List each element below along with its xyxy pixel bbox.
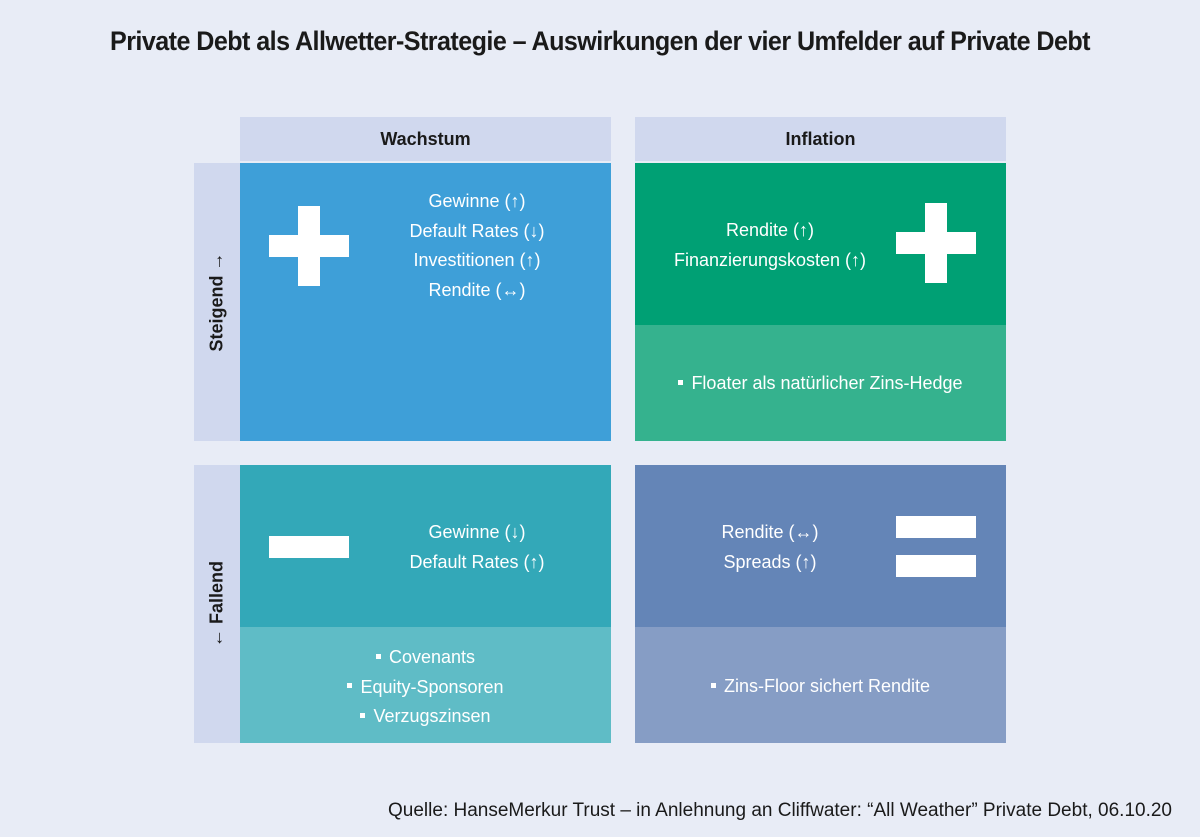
equals-icon (896, 516, 976, 538)
bullet-icon (678, 379, 684, 385)
cell-top-section: Gewinne (↓) Default Rates (↑) (240, 465, 611, 627)
row-header-steigend: Steigend → (194, 163, 240, 441)
cell-inflation-steigend: Rendite (↑) Finanzierungskosten (↑) Floa… (635, 163, 1006, 441)
notes-list: Zins-Floor sichert Rendite (635, 672, 1006, 702)
bullet-icon (360, 712, 366, 718)
minus-icon (269, 536, 349, 558)
effect-item: Finanzierungskosten (↑) (673, 249, 867, 270)
column-header-wachstum: Wachstum (240, 117, 611, 161)
note-item: Covenants (240, 643, 611, 673)
row-header-label: ← Fallend (206, 560, 227, 648)
effect-item: Rendite (↔) (428, 279, 526, 300)
note-item: Verzugszinsen (240, 702, 611, 732)
cell-top-section: Rendite (↑) Finanzierungskosten (↑) (635, 163, 1006, 325)
effect-item: Default Rates (↑) (409, 551, 545, 572)
notes-list: Covenants Equity-Sponsoren Verzugszinsen (240, 643, 611, 732)
effect-item: Rendite (↔) (721, 522, 819, 542)
bullet-icon (710, 682, 716, 688)
effects-list: Gewinne (↓) Default Rates (↑) (377, 518, 577, 577)
cell-inflation-fallend: Rendite (↔) Spreads (↑) Zins-Floor siche… (635, 465, 1006, 743)
effects-list: Gewinne (↑) Default Rates (↓) Investitio… (377, 187, 577, 305)
notes-list: Floater als natürlicher Zins-Hedge (635, 369, 1006, 399)
bullet-icon (347, 683, 353, 689)
column-header-inflation: Inflation (635, 117, 1006, 161)
plus-icon-vertical (925, 203, 947, 283)
page-title: Private Debt als Allwetter-Strategie – A… (110, 26, 1091, 56)
bullet-icon (375, 653, 381, 659)
note-item: Equity-Sponsoren (240, 673, 611, 703)
cell-top-section: Rendite (↔) Spreads (↑) (635, 465, 1006, 627)
plus-icon-vertical (298, 206, 320, 286)
effect-item: Spreads (↑) (723, 551, 817, 572)
effect-item: Gewinne (↑) (428, 191, 526, 211)
cell-wachstum-steigend: Gewinne (↑) Default Rates (↓) Investitio… (240, 163, 611, 441)
effects-list: Rendite (↔) Spreads (↑) (645, 518, 895, 577)
row-header-label: Steigend → (206, 252, 227, 352)
effect-item: Gewinne (↓) (428, 522, 526, 542)
effect-item: Investitionen (↑) (413, 250, 541, 270)
note-item: Floater als natürlicher Zins-Hedge (635, 369, 1006, 399)
column-header-label: Inflation (785, 128, 856, 149)
effects-list: Rendite (↑) Finanzierungskosten (↑) (645, 216, 895, 275)
effect-item: Rendite (↑) (725, 220, 815, 240)
cell-wachstum-fallend: Gewinne (↓) Default Rates (↑) Covenants … (240, 465, 611, 743)
column-header-label: Wachstum (380, 128, 471, 149)
note-item: Zins-Floor sichert Rendite (635, 672, 1006, 702)
row-header-fallend: ← Fallend (194, 465, 240, 743)
source-note: Quelle: HanseMerkur Trust – in Anlehnung… (388, 800, 1172, 821)
equals-icon-lower (896, 555, 976, 577)
effect-item: Default Rates (↓) (409, 220, 545, 241)
